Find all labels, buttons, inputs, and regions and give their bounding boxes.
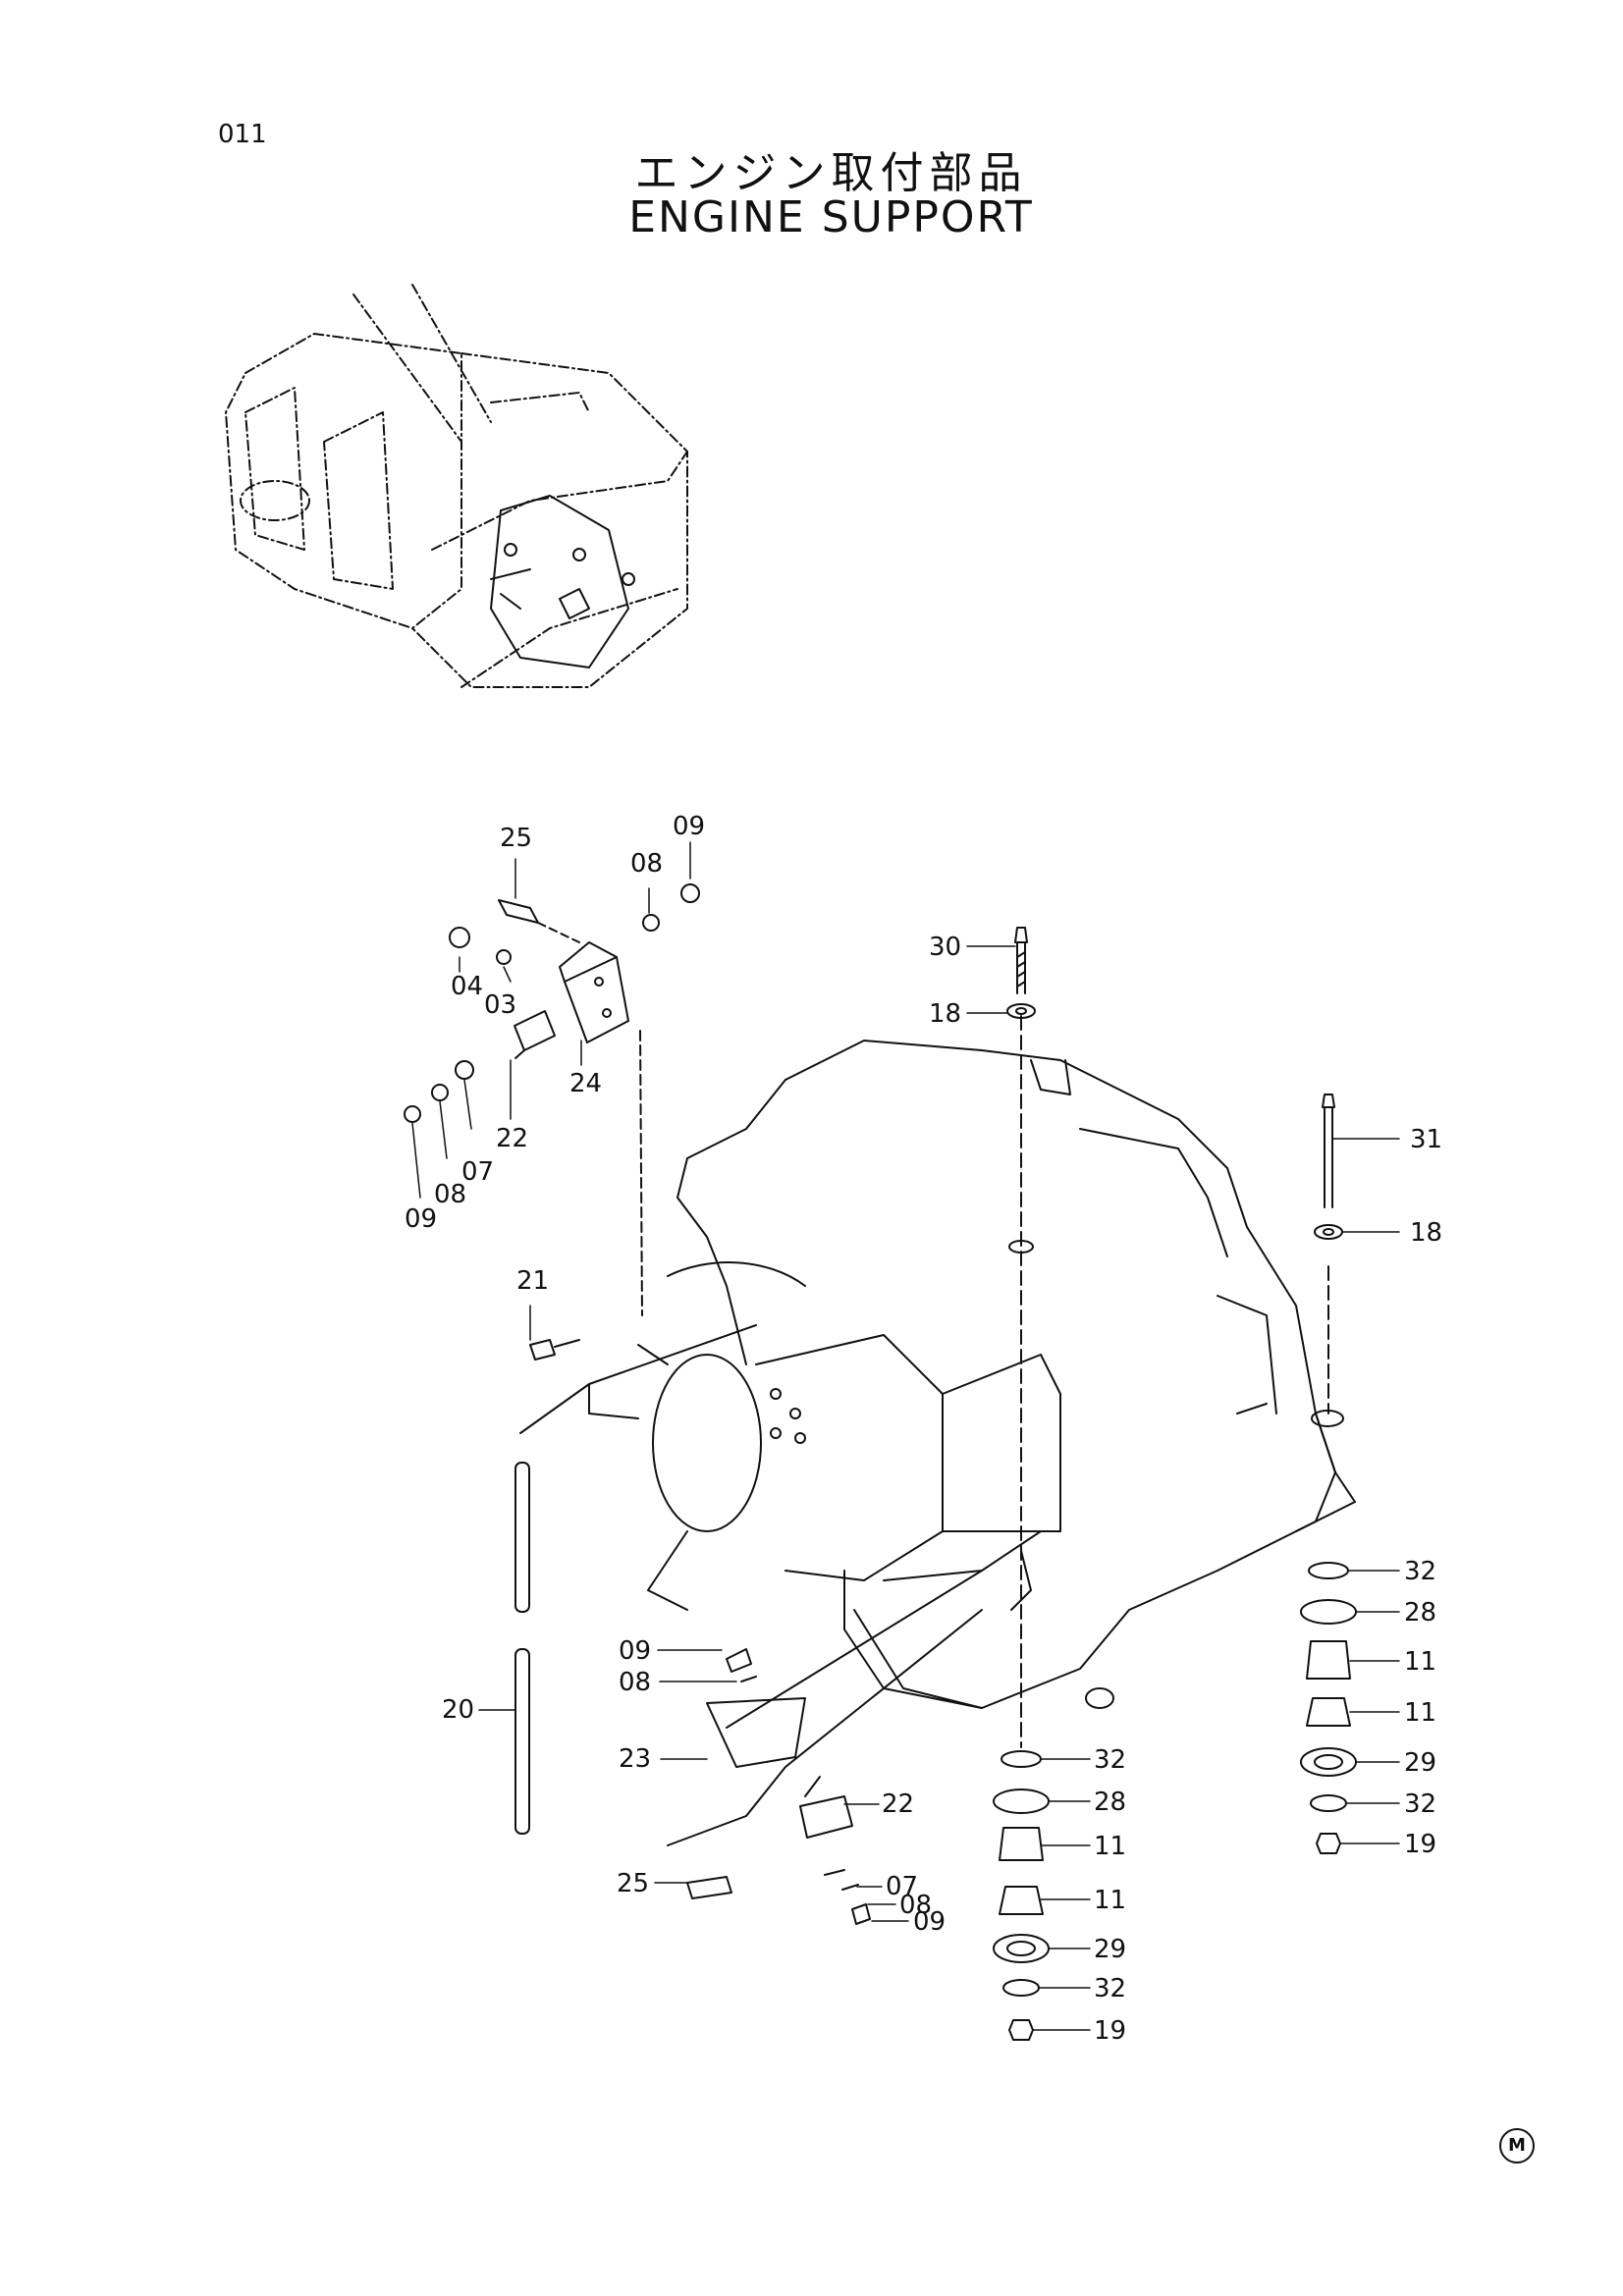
callout-19-right: 19	[1404, 1830, 1436, 1859]
callout-23: 23	[619, 1744, 651, 1774]
callout-09-lower-right: 09	[913, 1907, 946, 1937]
callout-18-right: 18	[1410, 1218, 1442, 1248]
callout-29-right: 29	[1404, 1748, 1436, 1778]
callout-11-center-upper: 11	[1094, 1832, 1126, 1861]
callout-32-right-top: 32	[1404, 1557, 1436, 1586]
callout-32-center-bottom: 32	[1094, 1974, 1126, 2003]
callout-32-center-top: 32	[1094, 1745, 1126, 1775]
callout-18-center: 18	[929, 999, 961, 1029]
excavator-overview-illustration	[225, 284, 688, 688]
callout-25-lower: 25	[617, 1869, 649, 1898]
callout-11-right-upper: 11	[1404, 1647, 1436, 1677]
right-mount-stack	[1300, 1094, 1357, 1854]
circled-m-mark: M	[1499, 2128, 1535, 2163]
callout-07-upper: 07	[461, 1157, 494, 1187]
callout-24: 24	[569, 1069, 602, 1098]
callout-19-center: 19	[1094, 2016, 1126, 2046]
title-japanese: エンジン取付部品	[634, 148, 1028, 198]
callout-07-lower: 07	[886, 1872, 918, 1901]
callout-03: 03	[484, 990, 516, 1020]
center-mount-stack	[993, 927, 1050, 2041]
callout-25-upper: 25	[500, 824, 532, 853]
callout-28-right: 28	[1404, 1598, 1436, 1628]
callout-09-upper-left: 09	[405, 1204, 437, 1234]
callout-30: 30	[929, 933, 961, 962]
callout-28-center: 28	[1094, 1788, 1126, 1817]
callout-22-upper: 22	[496, 1124, 528, 1153]
engine-in-machine-illustration	[490, 495, 635, 668]
lower-bracket-assembly	[667, 1570, 983, 1925]
callout-08-upper-left: 08	[434, 1180, 466, 1209]
page-code: 011	[218, 120, 267, 149]
callout-labels: 25 09 08 04 03 24 22 07 08 09 21 20 09 0…	[405, 812, 1442, 2046]
callout-08-lower-left: 08	[619, 1668, 651, 1697]
callout-20: 20	[442, 1695, 474, 1725]
callout-31: 31	[1410, 1125, 1442, 1154]
callout-11-center-lower: 11	[1094, 1886, 1126, 1915]
engine-block-illustration	[637, 1040, 1356, 1709]
callout-09-lower-left: 09	[619, 1636, 651, 1666]
callout-29-center: 29	[1094, 1935, 1126, 1964]
upper-bracket-assembly	[404, 883, 700, 1361]
callout-11-right-lower: 11	[1404, 1698, 1436, 1728]
callout-08-upper-right: 08	[630, 849, 663, 879]
callout-21: 21	[516, 1266, 549, 1296]
callout-08-lower-right: 08	[899, 1891, 932, 1920]
support-rod	[514, 1324, 757, 1835]
callout-22-lower: 22	[882, 1789, 914, 1819]
callout-32-right-bottom: 32	[1404, 1789, 1436, 1819]
callout-leader-lines	[411, 841, 1400, 2031]
callout-09-upper-right: 09	[673, 812, 705, 841]
title-english: ENGINE SUPPORT	[628, 192, 1034, 242]
callout-04: 04	[451, 972, 483, 1001]
